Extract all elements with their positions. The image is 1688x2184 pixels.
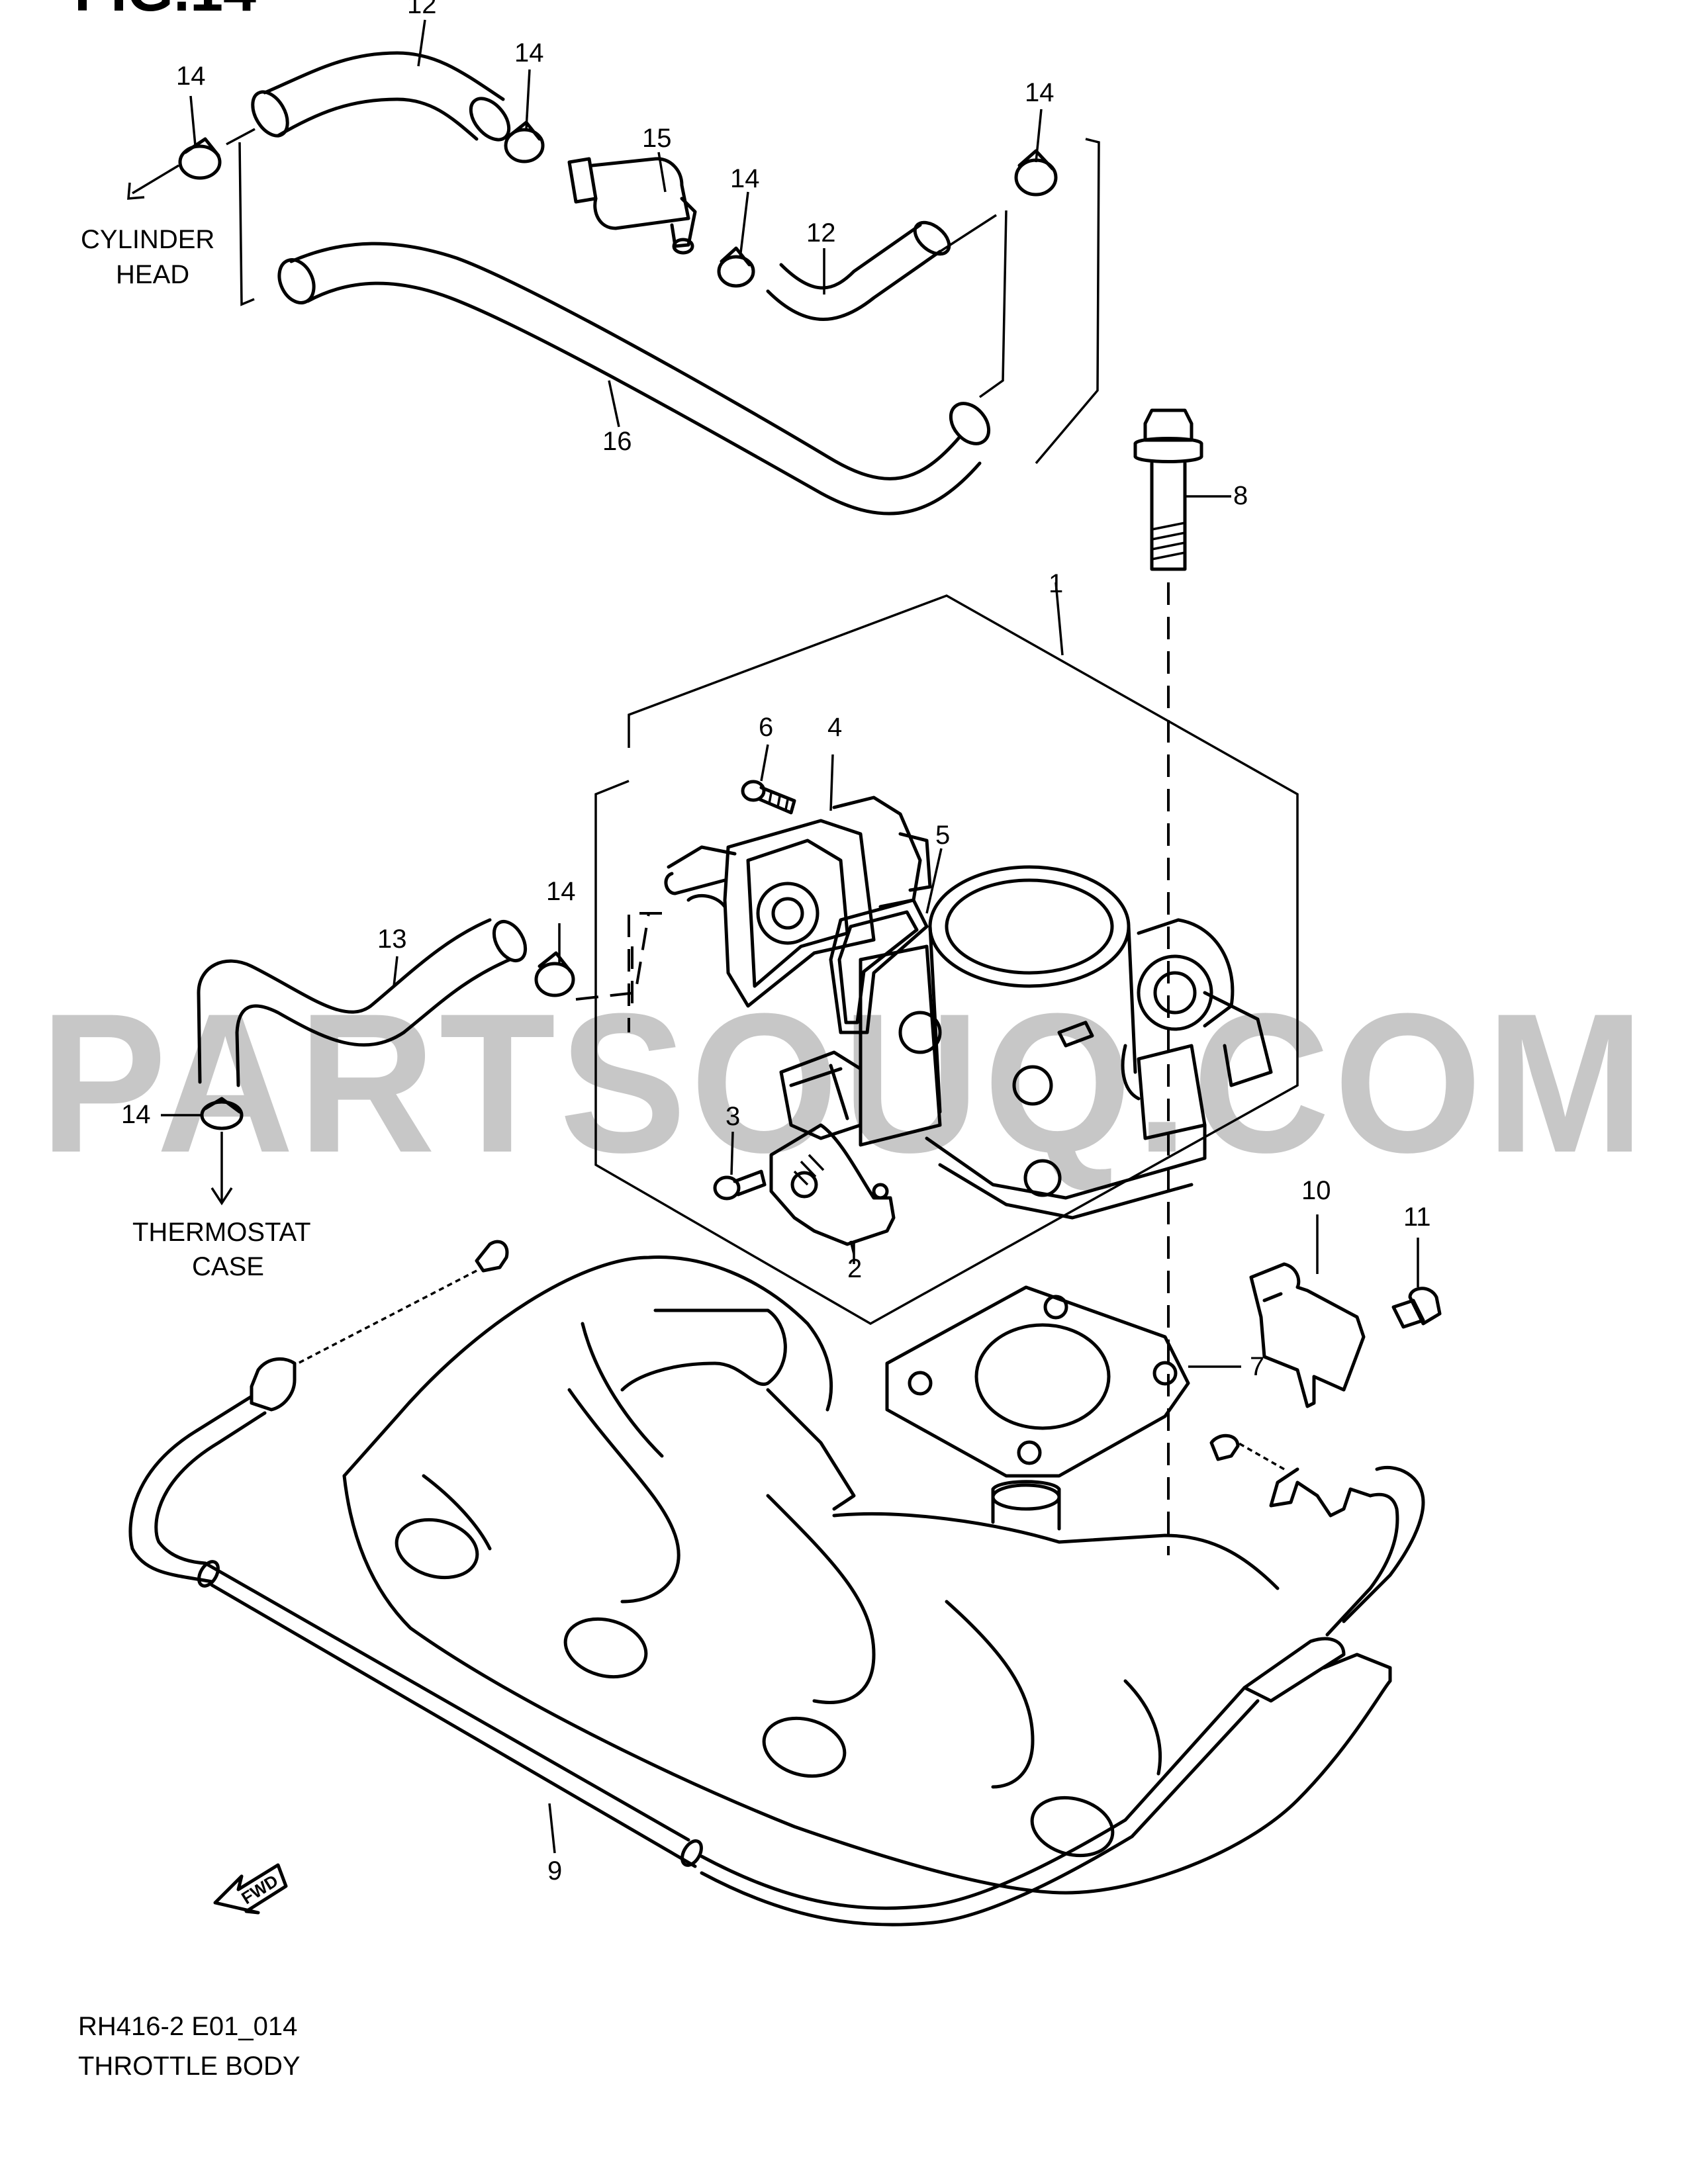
figure-title: FIG.14 (74, 0, 256, 24)
callout-14-a: 14 (176, 62, 206, 91)
cylinder-head-label-line1: CYLINDER (81, 225, 214, 254)
callout-3: 3 (726, 1102, 740, 1131)
watermark: PARTSOUQ.COM (40, 972, 1648, 1194)
callout-4: 4 (827, 713, 842, 742)
callout-13: 13 (377, 925, 407, 954)
callout-8: 8 (1233, 481, 1248, 510)
callout-1: 1 (1049, 569, 1063, 598)
clamp-14-e (534, 951, 575, 997)
throttle-body (859, 865, 1273, 1220)
callout-10: 10 (1301, 1176, 1331, 1205)
callout-12-right: 12 (806, 218, 836, 248)
throttle-position-sensor-2 (769, 1050, 896, 1246)
clamp-14-b (504, 120, 545, 163)
screw-6 (741, 780, 796, 815)
cylinder-head-label-line2: HEAD (116, 260, 189, 289)
thermostat-arrow (211, 1132, 233, 1206)
callout-14-e: 14 (546, 877, 576, 906)
callout-14-c: 14 (730, 164, 760, 193)
callout-9: 9 (547, 1856, 562, 1886)
throttle-body-assembly-box (594, 594, 1299, 1326)
callout-11: 11 (1403, 1203, 1431, 1232)
bolt-8 (1133, 408, 1203, 571)
hose-12-right (766, 220, 951, 321)
footer-code: RH416-2 E01_014 (78, 2012, 297, 2041)
callout-14-f: 14 (121, 1100, 151, 1129)
clamp-14-c (717, 246, 755, 288)
valve-15 (567, 157, 697, 255)
callout-5: 5 (935, 821, 950, 850)
screw-3 (713, 1169, 767, 1201)
intake-manifold (342, 1255, 1392, 1895)
footer-title: THROTTLE BODY (78, 2052, 301, 2081)
fwd-arrow-icon (213, 1863, 288, 1915)
callout-7: 7 (1250, 1352, 1264, 1381)
thermostat-label-line1: THERMOSTAT (132, 1218, 311, 1247)
clamp-14-a (178, 137, 222, 180)
thermostat-label-line2: CASE (192, 1252, 264, 1281)
callout-12-top: 12 (407, 0, 437, 19)
screw-11 (1391, 1287, 1442, 1329)
hose-16 (277, 242, 991, 516)
callout-2: 2 (847, 1254, 862, 1283)
callout-14-b: 14 (514, 38, 544, 68)
callout-15: 15 (642, 124, 672, 153)
callout-14-d: 14 (1025, 78, 1055, 107)
bracket-10 (1249, 1262, 1366, 1408)
hose-12-top (251, 51, 511, 142)
callout-16: 16 (602, 427, 632, 456)
throttle-cable-9 (128, 1240, 1425, 1927)
cylinder-head-arrow (127, 164, 179, 200)
callout-6: 6 (759, 713, 773, 742)
gasket-7 (885, 1285, 1190, 1478)
hose-13 (197, 918, 528, 1087)
